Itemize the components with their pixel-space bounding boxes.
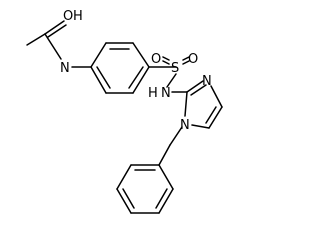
bond-ring1-a [90,42,107,68]
bond-ph-b [158,188,174,214]
bond-sulfur-oxygen-left-2 [162,60,170,65]
bond-carbonyl-oxygen [44,20,65,35]
bond-imid-c2-n3 [186,80,204,93]
bond-imid-n1-c2 [184,91,188,117]
atom-label-sulfur: S [171,61,179,76]
bond-imid-n3-c4 [210,85,223,108]
bond-carbonyl-oxygen-double [47,24,67,38]
bond-ring1-c [132,42,150,68]
bond-imid-c5-n1 [191,124,210,129]
bond-imid-c4-c5 [208,106,223,129]
bond-ph-inner-b [122,188,135,209]
atom-label-carbonyl-oxygen: O [63,9,73,24]
bond-ph-d [116,188,132,214]
atom-label-amide-nitrogen: N [60,61,70,76]
bond-n1-ch2 [169,126,183,146]
atom-label-imidazole-n3: N [202,74,212,89]
bond-carbonyl-amide-n [44,33,62,60]
molecule-structure-diagram: O N H S O O N H N N [26,9,223,214]
atom-labels: O N H S O O N H N N [60,9,212,133]
bonds [26,20,223,214]
bond-sulfur-nitrogen [166,73,177,88]
atom-label-imidazole-n1: N [180,118,190,133]
atom-label-amide-hydrogen: H [73,9,83,24]
bond-methyl-carbonyl [26,33,46,46]
bond-ring1-d [132,66,150,94]
bond-ph-e [116,164,132,190]
atom-label-sulfonamide-nitrogen: N [161,86,171,101]
bond-ph-a [158,164,174,190]
atom-label-sulfonyl-oxygen-left: O [151,52,161,67]
bond-ring1-inner-b [128,66,144,89]
bond-sulfur-oxygen-right [182,56,190,61]
bond-imid-c2-n3-double [190,84,207,96]
bond-ch2-phenyl [158,144,171,166]
bond-ph-inner-a [155,188,168,209]
atom-label-sulfonamide-hydrogen: H [148,86,158,101]
bond-ring1-inner-c [96,66,111,89]
bond-sulfur-oxygen-right-2 [182,60,190,65]
bond-imid-c4-c5-double [205,106,217,124]
atom-label-sulfonyl-oxygen-right: O [188,52,198,67]
bond-sulfur-oxygen-left [162,56,170,61]
bond-ring1-f [90,66,107,94]
